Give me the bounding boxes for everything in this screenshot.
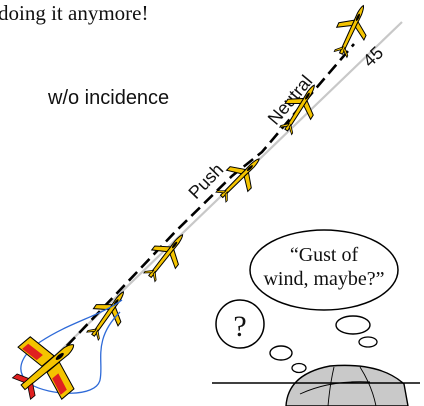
glider-plane-icon bbox=[79, 282, 137, 346]
header-text: doing it anymore! bbox=[0, 1, 148, 25]
thought-bubble-small bbox=[358, 336, 378, 348]
glider-plane-icon bbox=[137, 224, 195, 288]
question-bubble-small bbox=[291, 362, 307, 374]
thought-line-1: “Gust of bbox=[290, 244, 359, 266]
cap-head-icon bbox=[285, 364, 409, 406]
thought-line-2: wind, maybe?” bbox=[263, 268, 384, 290]
aerobatic-plane-icon bbox=[11, 336, 75, 401]
question-cloud: ? bbox=[215, 299, 265, 349]
mode-label: w/o incidence bbox=[47, 87, 169, 109]
angle-label: 45 bbox=[359, 43, 387, 71]
reference-line-45 bbox=[29, 21, 403, 381]
question-mark: ? bbox=[233, 310, 246, 343]
thought-bubble-small bbox=[335, 315, 371, 335]
thought-cloud: “Gust of wind, maybe?” bbox=[249, 229, 399, 311]
question-bubble-small bbox=[269, 345, 293, 361]
